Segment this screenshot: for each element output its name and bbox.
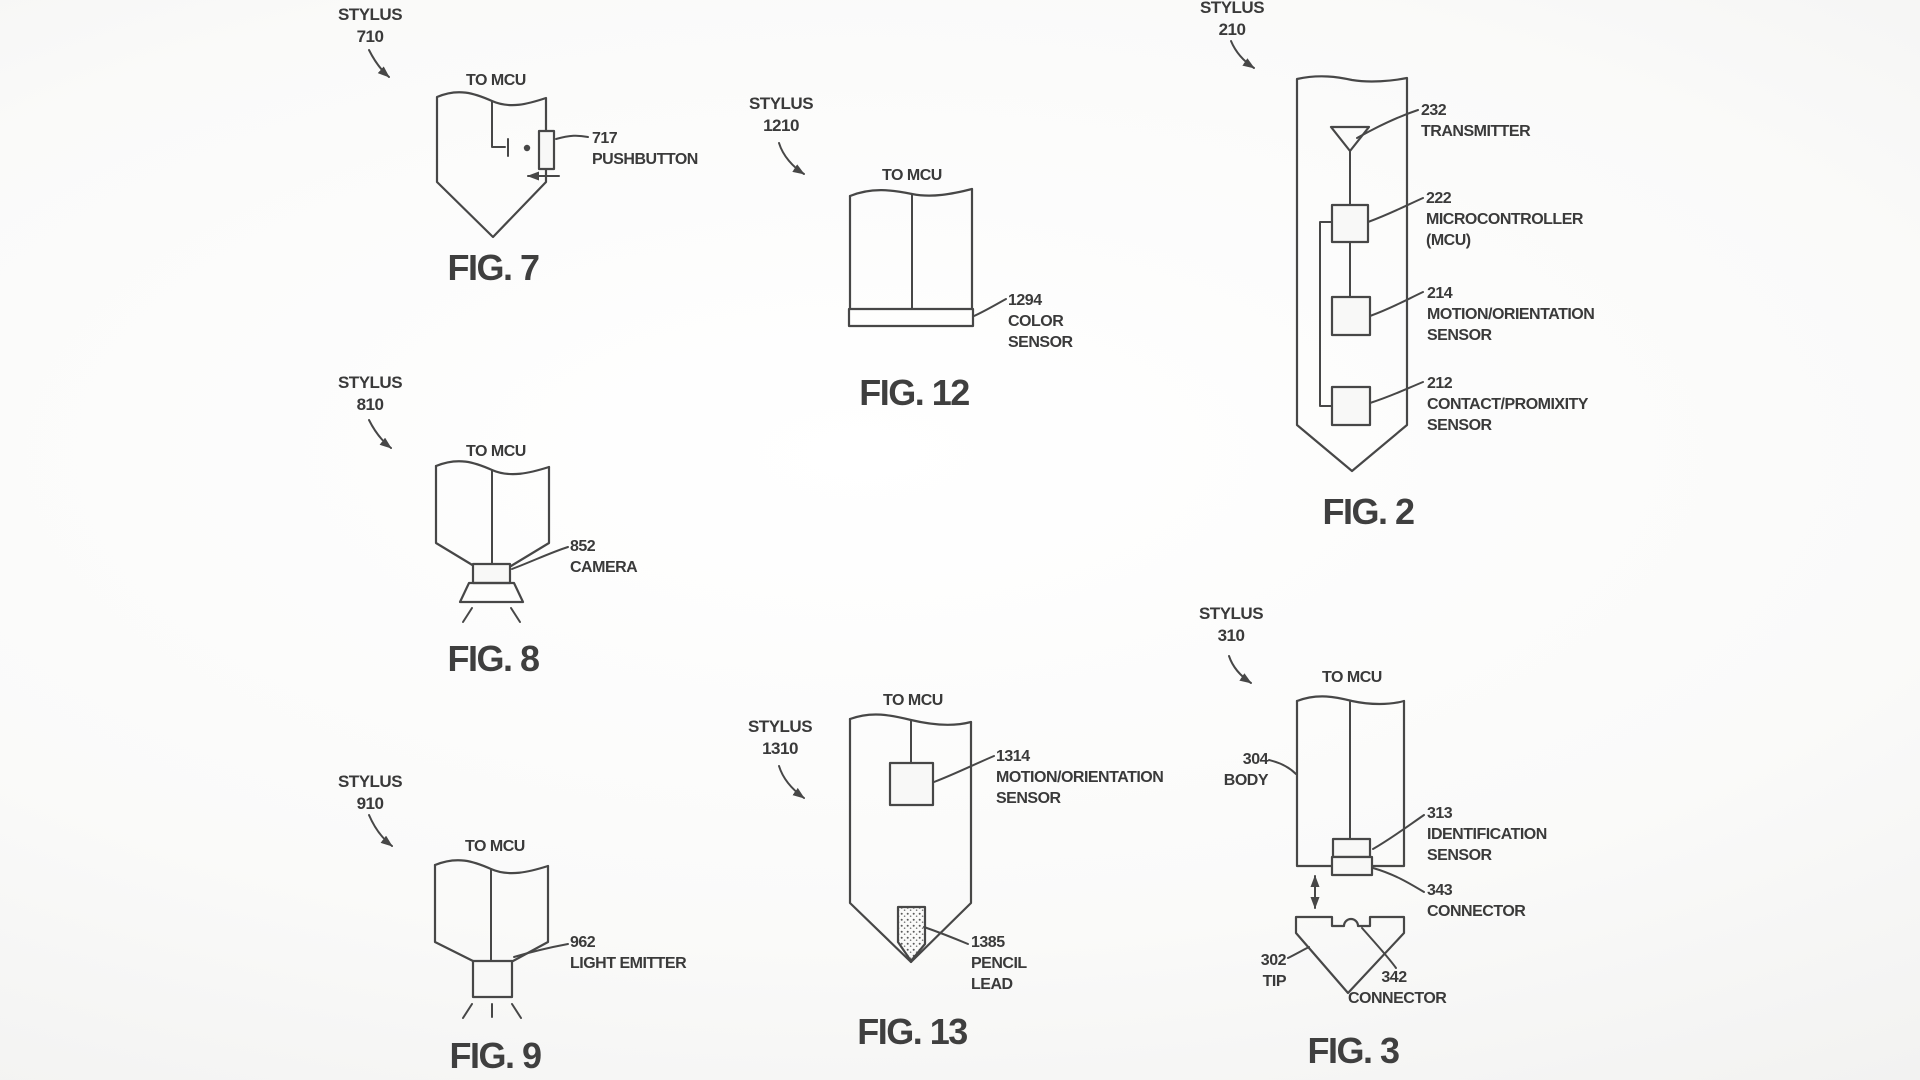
leader-717 (555, 134, 589, 140)
leader-313 (1372, 814, 1425, 850)
ref-arrow-910 (368, 814, 393, 847)
light-ray-right (511, 1003, 522, 1019)
stylus-body-right (511, 864, 550, 963)
stylus-body-right (509, 465, 551, 568)
caption-fig7: FIG. 7 (447, 247, 540, 288)
stylus-body-right (1369, 699, 1406, 868)
stylus-body-left (434, 464, 476, 568)
ref-arrow-1210 (778, 142, 805, 175)
to-mcu-label-fig3: TO MCU (1322, 669, 1382, 686)
identification-sensor (1331, 837, 1372, 859)
stylus-body-left (1295, 699, 1334, 868)
ref-arrow-1310 (778, 765, 805, 799)
stylus-body (1295, 75, 1409, 473)
ref-arrow-810 (368, 419, 392, 449)
ref-arrow-710 (368, 49, 390, 78)
pushbutton (537, 129, 556, 171)
fig2-drawing (1230, 40, 1424, 473)
caption-fig13: FIG. 13 (857, 1011, 968, 1052)
caption-fig9: FIG. 9 (449, 1035, 542, 1076)
connector-343 (1330, 855, 1374, 877)
leader-304 (1268, 759, 1297, 775)
fig3-drawing (1228, 655, 1425, 995)
light-ray-left (462, 607, 473, 623)
leader-962 (513, 943, 569, 958)
leader-232 (1356, 109, 1419, 139)
stylus-body-top (1295, 695, 1406, 706)
leader-222 (1367, 197, 1424, 223)
fig13-drawing (778, 713, 995, 964)
leader-214 (1369, 291, 1424, 317)
camera (471, 562, 512, 585)
tip (1294, 915, 1406, 995)
to-mcu-label-fig13: TO MCU (883, 692, 943, 709)
switch-pole (523, 144, 531, 152)
contact-proximity-sensor (1330, 385, 1372, 427)
ref-arrow-210 (1230, 40, 1255, 69)
caption-fig8: FIG. 8 (447, 638, 540, 679)
fig8-drawing (368, 419, 569, 623)
stylus-body-left (848, 717, 913, 964)
color-sensor (847, 307, 975, 328)
leader-343 (1372, 867, 1425, 893)
leader-852 (511, 546, 569, 570)
camera-lens-hood (458, 581, 525, 604)
ref-arrow-310 (1228, 655, 1252, 684)
leader-342 (1361, 927, 1397, 969)
mcu-wire (491, 100, 506, 148)
leader-1294 (973, 298, 1007, 317)
to-mcu-label-fig8: TO MCU (466, 443, 526, 460)
light-emitter (471, 959, 514, 999)
light-ray-left (462, 1003, 473, 1019)
motion-orientation-sensor (888, 761, 935, 807)
pencil-lead (896, 905, 927, 963)
microcontroller (1330, 203, 1370, 244)
fig9-drawing (368, 814, 569, 1019)
leader-1314 (933, 755, 995, 783)
leader-1385 (923, 926, 969, 945)
caption-fig12: FIG. 12 (859, 372, 970, 413)
stylus-body-right (909, 720, 973, 964)
to-mcu-label-fig9: TO MCU (465, 838, 525, 855)
transmitter-antenna (1329, 125, 1371, 153)
fig12-drawing (778, 142, 1007, 328)
to-mcu-label-fig7: TO MCU (466, 72, 526, 89)
fig7-drawing (368, 49, 589, 239)
leader-302 (1287, 946, 1310, 959)
leader-212 (1369, 381, 1424, 404)
to-mcu-label-fig12: TO MCU (882, 167, 942, 184)
light-ray-right (510, 607, 521, 623)
motion-orientation-sensor (1330, 295, 1372, 337)
stylus-body (435, 91, 548, 239)
stylus-body-left (433, 863, 475, 963)
caption-fig3: FIG. 3 (1307, 1030, 1400, 1071)
caption-fig2: FIG. 2 (1322, 491, 1415, 532)
bus-wire (1319, 221, 1333, 407)
